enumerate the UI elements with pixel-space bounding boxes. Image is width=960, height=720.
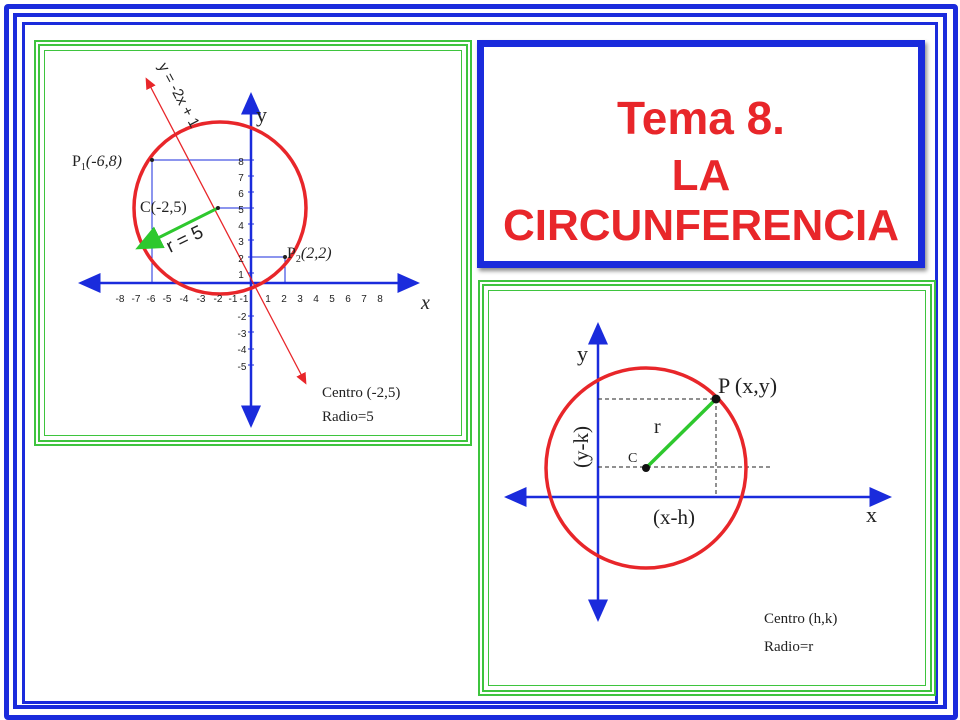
x-tick: 5 [329,294,335,305]
right-axis-x-label: x [866,502,877,527]
title-box: Tema 8. LA CIRCUNFERENCIA [477,40,925,268]
left-center-label: C(-2,5) [140,199,187,216]
dx-label: (x-h) [653,505,695,529]
right-radius-line [644,397,718,470]
p1-label: P1(-6,8) [72,153,122,173]
left-line-y-neg2x-plus1 [145,77,307,385]
right-caption-center: Centro (h,k) [764,611,837,627]
y-tick: 1 [238,270,244,281]
x-tick: -8 [116,294,125,305]
left-radius-line [135,206,219,250]
p1-point [150,158,154,162]
p2-label: P2(2,2) [287,245,332,265]
p-point [711,394,721,404]
right-axis-y-label: y [577,341,588,366]
y-tick: -3 [238,329,247,340]
right-radius-label: r [654,416,661,438]
left-axis-y-label: y [256,102,267,127]
x-tick: -2 [214,294,223,305]
left-axis-x-label: x [420,292,430,314]
x-tick: -1 [240,294,249,305]
x-tick: 8 [377,294,383,305]
left-caption-center: Centro (-2,5) [322,385,400,401]
y-tick: 4 [238,221,244,232]
y-tick: 3 [238,237,244,248]
y-tick: -2 [238,312,247,323]
x-tick: 6 [345,294,351,305]
y-tick: -4 [238,345,247,356]
inner-frame [22,22,938,704]
x-tick: 1 [265,294,271,305]
y-tick: 8 [238,157,244,168]
y-tick: 5 [238,205,244,216]
left-caption-radius: Radio=5 [322,409,374,425]
p2-point [283,255,287,259]
right-circle [544,366,748,570]
x-tick: -6 [147,294,156,305]
x-tick: -7 [132,294,141,305]
y-tick: 7 [238,173,244,184]
x-tick: -4 [180,294,189,305]
x-tick: 3 [297,294,303,305]
x-tick: 4 [313,294,319,305]
middle-frame [13,13,947,709]
x-tick: 2 [281,294,287,305]
outer-frame [4,4,958,720]
y-tick: 6 [238,189,244,200]
x-tick: -3 [197,294,206,305]
x-tick: 7 [361,294,367,305]
right-center-label: C [628,451,637,466]
title-line1: Tema 8. [617,92,785,144]
x-tick: -1 [229,294,238,305]
x-tick: -5 [163,294,172,305]
y-tick: 2 [238,254,244,265]
y-tick: -5 [238,362,247,373]
right-caption-radius: Radio=r [764,639,813,655]
point-p-label: P (x,y) [718,373,777,398]
center-point [216,206,220,210]
dy-label: (y-k) [569,426,593,468]
c-point [642,464,650,472]
title-line2: LA CIRCUNFERENCIA [503,151,899,250]
